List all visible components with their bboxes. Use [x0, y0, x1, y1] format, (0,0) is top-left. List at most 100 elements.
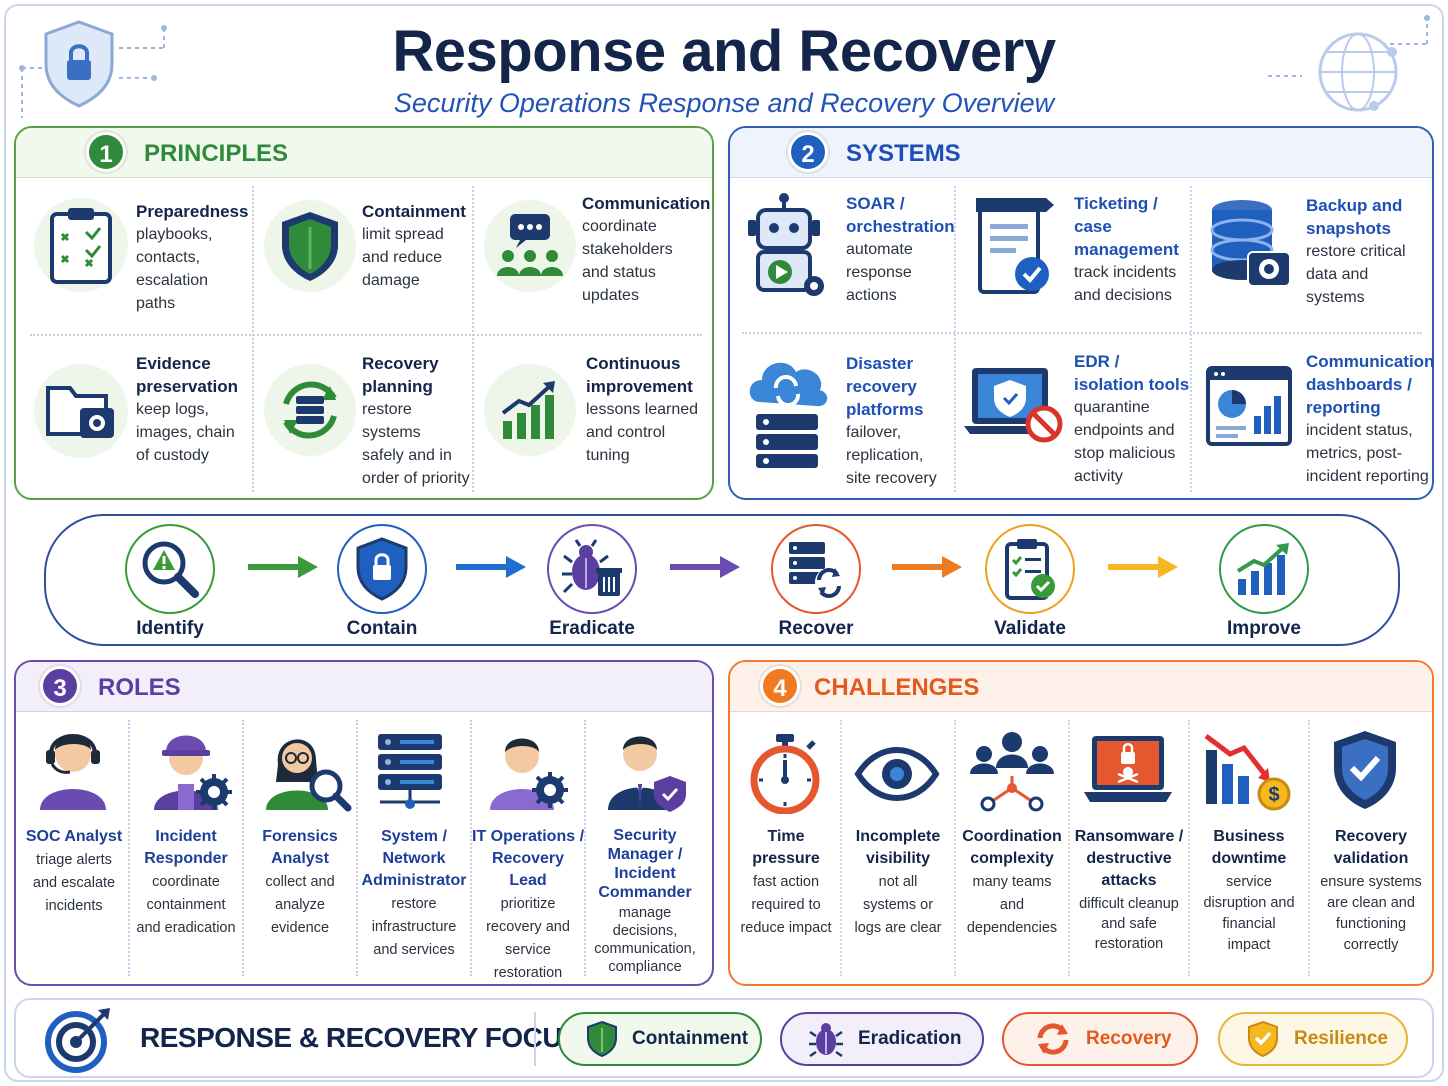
- focus-pill-label: Recovery: [1086, 1028, 1172, 1049]
- system-desc: metrics, post-: [1306, 445, 1403, 462]
- challenge-title: destructive: [1086, 850, 1172, 867]
- system-desc: automate: [846, 241, 913, 258]
- stopwatch-icon: [750, 734, 820, 814]
- challenge-desc: correctly: [1343, 937, 1399, 953]
- principle-desc: contacts,: [136, 249, 201, 266]
- system-desc: stop malicious: [1074, 445, 1176, 462]
- systems-title: SYSTEMS: [846, 140, 961, 167]
- challenge-business-downtime: Business downtime service disruption and…: [1190, 826, 1308, 956]
- principles-title: PRINCIPLES: [144, 140, 289, 167]
- challenge-desc: fast action: [752, 874, 820, 890]
- lock-shield-icon: [19, 20, 167, 118]
- flow-step-contain: Contain: [336, 524, 428, 640]
- systems-panel: 2 SYSTEMS SOAR / orchestration automate …: [728, 126, 1434, 500]
- role-desc: incidents: [45, 898, 103, 914]
- role-desc: containment: [146, 897, 226, 913]
- divider: [128, 720, 130, 976]
- system-dashboards: Communication dashboards / reporting inc…: [1306, 350, 1434, 488]
- flow-step-label: Contain: [346, 618, 418, 639]
- divider: [1068, 720, 1070, 976]
- focus-pill-label: Eradication: [858, 1028, 962, 1049]
- challenges-title: CHALLENGES: [814, 674, 980, 701]
- system-desc: activity: [1074, 468, 1123, 485]
- team-chat-icon: [484, 200, 576, 292]
- role-title: Incident: [614, 865, 676, 882]
- system-desc: incident reporting: [1306, 468, 1429, 485]
- role-it-operations: IT Operations / Recovery Lead prioritize…: [472, 826, 584, 984]
- challenge-desc: not all: [878, 874, 918, 890]
- role-title: Responder: [144, 850, 228, 867]
- role-title: Manager /: [607, 846, 683, 863]
- principle-communication: Communication coordinate stakeholders an…: [582, 192, 712, 307]
- principle-desc: playbooks,: [136, 226, 213, 243]
- dashboard-icon: [1206, 366, 1292, 446]
- falling-chart-icon: $: [1204, 734, 1291, 811]
- system-title: Backup and: [1306, 196, 1403, 215]
- principle-title: Communication: [582, 194, 711, 213]
- principle-desc: safely and in: [362, 447, 452, 464]
- challenge-ransomware: Ransomware / destructive attacks difficu…: [1070, 826, 1188, 954]
- system-title: Communication: [1306, 352, 1435, 371]
- challenge-desc: reduce impact: [740, 920, 832, 936]
- system-title: Ticketing /: [1074, 194, 1158, 213]
- laptop-block-icon: [964, 368, 1063, 443]
- check-shield-icon: [1248, 1020, 1278, 1058]
- flow-step-label: Eradicate: [549, 618, 635, 639]
- challenge-desc: are clean and: [1327, 895, 1415, 911]
- divider: [954, 720, 956, 976]
- principle-title: Containment: [362, 202, 466, 221]
- principles-header: [16, 128, 712, 178]
- role-title: IT Operations /: [472, 828, 585, 845]
- system-desc: actions: [846, 287, 897, 304]
- principle-title: preservation: [136, 377, 239, 396]
- system-title: orchestration: [846, 217, 955, 236]
- flow-step-validate: Validate: [982, 524, 1078, 640]
- system-desc: site recovery: [846, 470, 937, 487]
- server-stack-icon: [378, 734, 442, 809]
- flow-step-label: Validate: [994, 618, 1066, 639]
- growth-chart-icon: [484, 364, 576, 456]
- system-desc: data and: [1306, 266, 1369, 283]
- challenge-desc: difficult cleanup: [1079, 896, 1179, 912]
- role-desc: prioritize: [500, 896, 556, 912]
- challenge-title: Ransomware /: [1074, 828, 1184, 845]
- role-desc: infrastructure: [371, 919, 457, 935]
- check-shield-icon: [1334, 731, 1396, 809]
- divider: [30, 334, 702, 336]
- role-security-manager: Security Manager / Incident Commander ma…: [586, 826, 704, 976]
- svg-text:$: $: [1268, 784, 1279, 806]
- system-title: reporting: [1306, 398, 1381, 417]
- role-forensics-analyst: Forensics Analyst collect and analyze ev…: [244, 826, 356, 939]
- principle-title: planning: [362, 377, 433, 396]
- role-incident-responder: Incident Responder coordinate containmen…: [130, 826, 242, 939]
- challenge-desc: functioning: [1335, 916, 1407, 932]
- challenge-desc: service: [1226, 874, 1272, 890]
- system-desc: restore critical: [1306, 243, 1406, 260]
- divider: [742, 332, 1422, 334]
- system-desc: quarantine: [1074, 399, 1150, 416]
- flow-step-label: Identify: [136, 618, 204, 639]
- role-title: SOC Analyst: [25, 828, 123, 845]
- focus-pill-label: Resilience: [1294, 1028, 1388, 1049]
- role-desc: and services: [373, 942, 455, 958]
- bug-trash-icon: [547, 524, 637, 614]
- role-desc: and escalate: [32, 875, 116, 891]
- challenge-desc: dependencies: [966, 920, 1058, 936]
- challenge-desc: impact: [1227, 937, 1271, 953]
- principle-preparedness: Preparedness playbooks, contacts, escala…: [136, 200, 248, 315]
- folder-camera-icon: [34, 364, 128, 458]
- roles-title: ROLES: [98, 674, 181, 701]
- challenges-number-badge: 4: [760, 666, 800, 706]
- system-backup: Backup and snapshots restore critical da…: [1306, 194, 1430, 309]
- headset-person-icon: [40, 734, 106, 810]
- challenge-title: complexity: [970, 850, 1054, 867]
- role-title: Incident: [155, 828, 217, 845]
- role-desc: service: [505, 942, 551, 958]
- system-title: management: [1074, 240, 1179, 259]
- system-desc: failover,: [846, 424, 902, 441]
- process-flow: Identify Contain Eradicate Recover Valid…: [44, 514, 1400, 646]
- divider: [1190, 186, 1192, 492]
- challenge-title: Business: [1213, 828, 1285, 845]
- flow-step-label: Recover: [778, 618, 854, 639]
- challenge-recovery-validation: Recovery validation ensure systems are c…: [1310, 826, 1432, 956]
